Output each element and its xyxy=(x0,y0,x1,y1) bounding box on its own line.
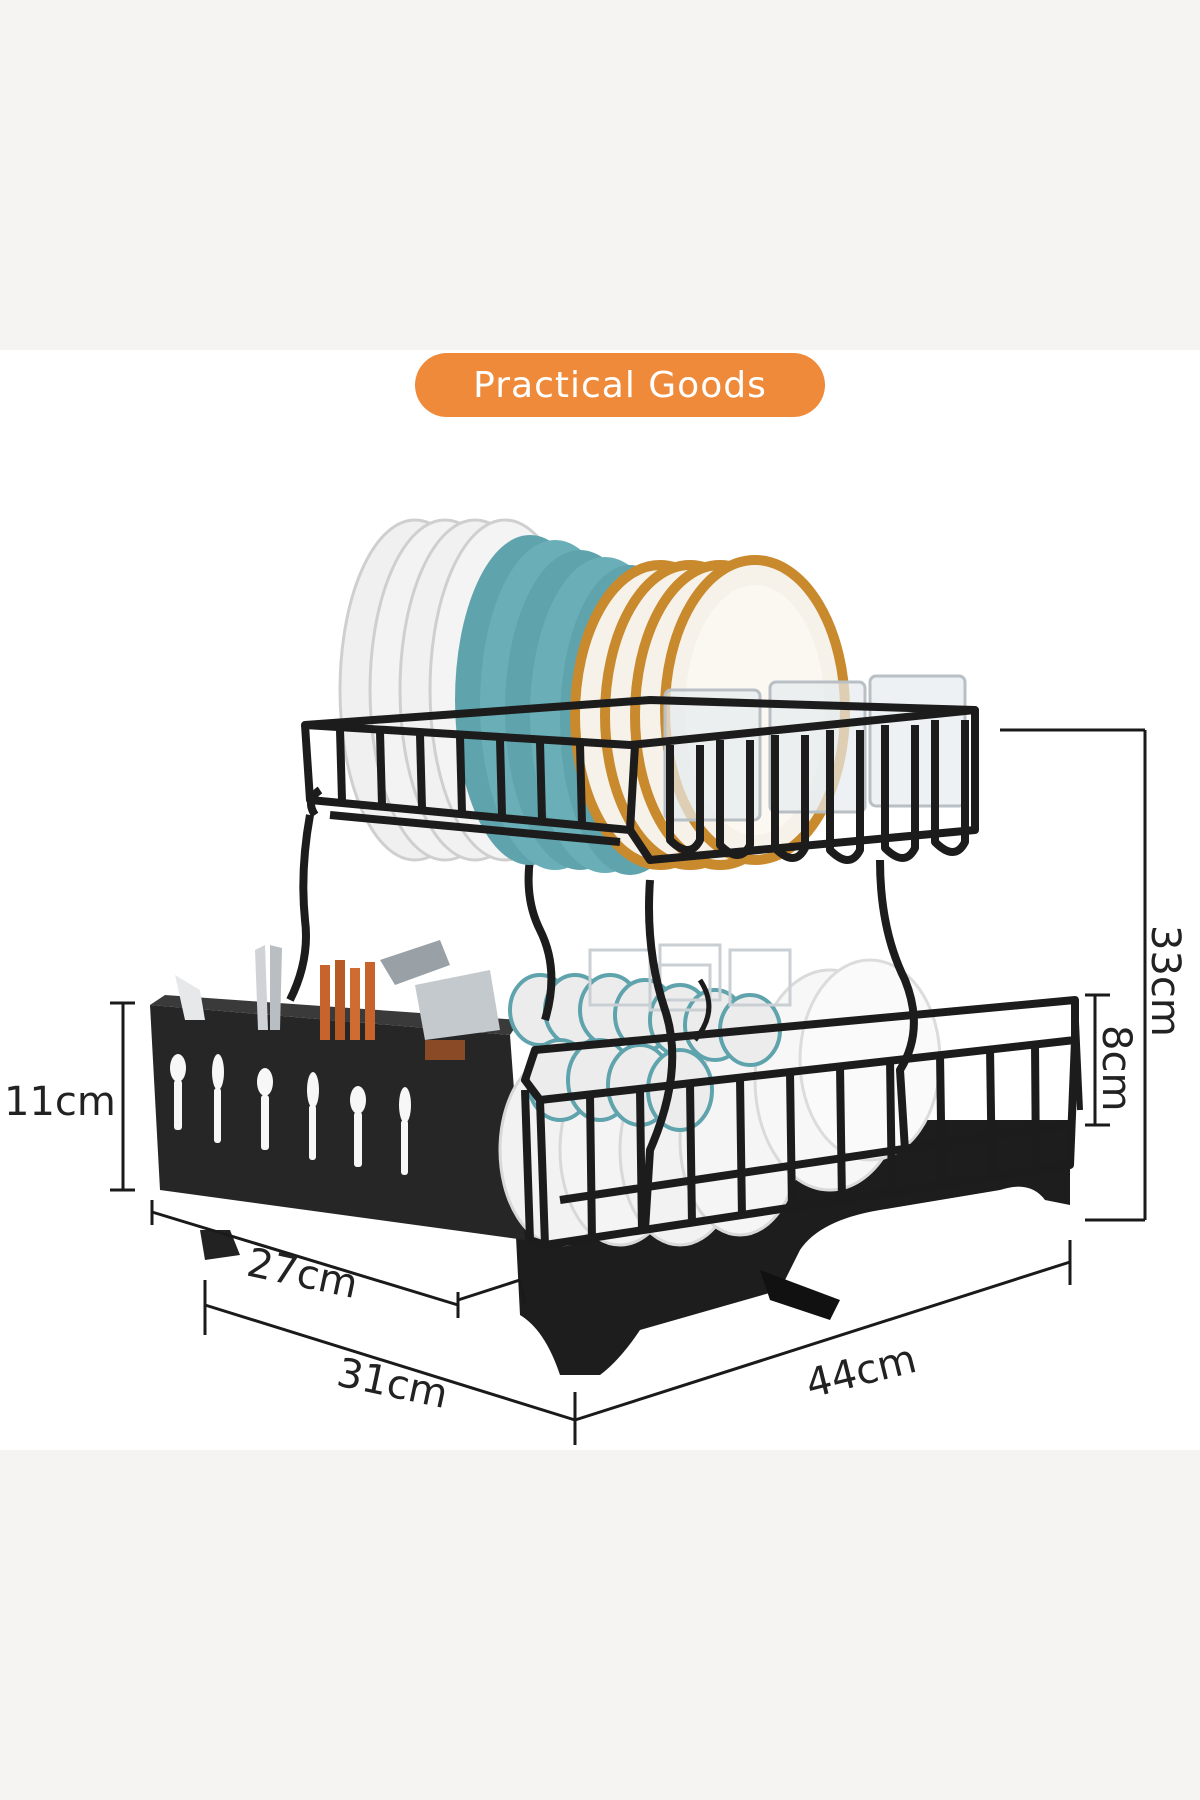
utensil-basket xyxy=(150,940,525,1240)
height-basket-label: 11cm xyxy=(4,1079,116,1125)
depth-basket-label: 27cm xyxy=(243,1240,362,1308)
practical-goods-badge: Practical Goods xyxy=(415,353,825,417)
height-total-label: 33cm xyxy=(1142,925,1188,1037)
top-tier-plates xyxy=(338,518,967,875)
top-tier-frame xyxy=(301,696,979,864)
width-total-label: 44cm xyxy=(801,1336,921,1408)
dish-rack-image xyxy=(150,518,1083,1375)
dimension-lines xyxy=(110,728,1147,1445)
depth-total-label: 31cm xyxy=(333,1350,452,1418)
height-tier-gap-label: 8cm xyxy=(1093,1025,1139,1111)
bottom-tier-frame xyxy=(286,814,1083,1249)
